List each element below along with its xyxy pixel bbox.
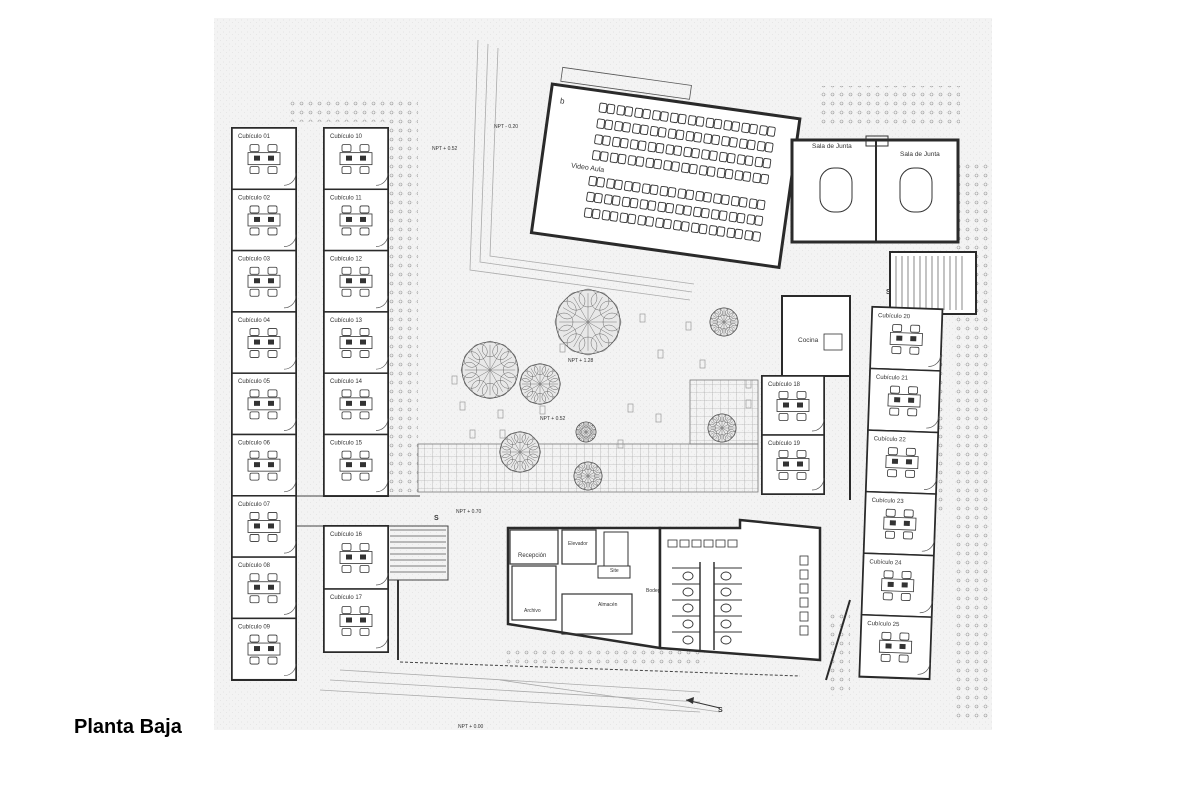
stairs-right: S (886, 251, 977, 315)
cubicle: Cubículo 12 (323, 249, 389, 313)
terrace-lines (319, 39, 721, 713)
video-aula-room: Video Aula b (529, 66, 802, 270)
cubicle-label: Cubículo 05 (238, 379, 271, 385)
cubicle: Cubículo 25 (858, 613, 933, 680)
cubicle: Cubículo 04 (231, 311, 297, 374)
tree (575, 421, 597, 443)
cubicle-label: Cubículo 14 (330, 379, 363, 385)
cubicle-label: Cubículo 21 (876, 375, 909, 382)
cubicle-label: Cubículo 07 (238, 502, 271, 508)
cubicle: Cubículo 18 (761, 375, 825, 436)
cubicle-label: Cubículo 02 (238, 195, 271, 201)
cubicle-label: Cubículo 25 (867, 621, 900, 628)
bodega-label: Bodega (646, 588, 663, 594)
svg-text:NPT - 0.20: NPT - 0.20 (494, 124, 518, 130)
cubicle-label: Cubículo 01 (238, 134, 271, 140)
cubicle: Cubículo 22 (865, 429, 939, 495)
cocina-block: Cocina (781, 295, 851, 377)
cubicle: Cubículo 10 (323, 127, 389, 191)
cubicle: Cubículo 03 (231, 249, 297, 313)
cubicle: Cubículo 20 (869, 306, 944, 372)
cubicle-label: Cubículo 24 (869, 559, 902, 566)
cubicle: Cubículo 07 (231, 495, 297, 558)
cubicle: Cubículo 08 (231, 556, 297, 620)
cubicle-label: Cubículo 18 (768, 382, 801, 388)
sala-junta-1-label: Sala de Junta (812, 143, 852, 150)
plan-title: Planta Baja (74, 716, 182, 738)
cubicle-label: Cubículo 16 (330, 532, 363, 538)
cubicle-label: Cubículo 13 (330, 318, 363, 324)
tree (707, 413, 737, 443)
cubicle-label: Cubículo 22 (874, 436, 907, 443)
cubicle-label: Cubículo 23 (872, 498, 905, 505)
trees (460, 288, 739, 491)
sala-de-junta-block: Sala de Junta Sala de Junta (790, 135, 960, 244)
tree (460, 340, 520, 400)
tree (499, 431, 541, 473)
cubicle-label: Cubículo 08 (238, 563, 271, 569)
svg-text:NPT + 0.52: NPT + 0.52 (432, 146, 458, 152)
cubicle: Cubículo 24 (860, 552, 935, 618)
cubicle-label: Cubículo 15 (330, 441, 363, 447)
cubicle: Cubículo 16 (323, 525, 389, 590)
svg-text:S: S (434, 515, 439, 522)
cubicle: Cubículo 23 (862, 490, 937, 557)
cubicle-label: Cubículo 12 (330, 257, 363, 263)
svg-text:NPT + 0.00: NPT + 0.00 (458, 724, 484, 730)
svg-text:S: S (718, 707, 723, 714)
cubicle-label: Cubículo 11 (330, 195, 362, 201)
cubicle: Cubículo 11 (323, 188, 389, 252)
recepcion-label: Recepción (518, 553, 546, 559)
almacen-label: Almacén (598, 602, 618, 608)
archivo-label: Archivo (524, 608, 541, 614)
cubicle: Cubículo 06 (231, 433, 297, 497)
ramp-arrow: S (685, 697, 723, 714)
cubicle-label: Cubículo 03 (238, 257, 271, 263)
svg-text:NPT + 1.28: NPT + 1.28 (568, 358, 594, 364)
site-label: Site (610, 568, 619, 574)
level-markers: NPT + 0.52 NPT - 0.20 NPT + 1.28 NPT + 0… (432, 124, 594, 730)
restrooms (658, 518, 822, 662)
cubicle-label: Cubículo 20 (878, 313, 911, 320)
cubicle-label: Cubículo 17 (330, 595, 363, 601)
svg-text:b: b (559, 96, 565, 106)
svg-text:NPT + 0.70: NPT + 0.70 (456, 509, 482, 515)
cubicle: Cubículo 19 (761, 434, 825, 495)
video-aula-label: Video Aula (571, 163, 605, 175)
svg-text:S: S (886, 289, 891, 296)
cubicles: Cubículo 01 Cubículo 02 Cubículo 03 Cubícul… (231, 127, 944, 681)
svg-text:NPT + 0.52: NPT + 0.52 (540, 416, 566, 422)
cubicle: Cubículo 17 (323, 588, 389, 653)
cubicle-label: Cubículo 06 (238, 441, 271, 447)
cubicle: Cubículo 02 (231, 188, 297, 252)
cubicle: Cubículo 14 (323, 372, 389, 436)
cubicle-label: Cubículo 10 (330, 134, 363, 140)
cubicle: Cubículo 15 (323, 433, 389, 497)
tree (709, 307, 739, 337)
cubicle: Cubículo 21 (867, 367, 941, 434)
tree (554, 288, 622, 356)
elevador-label: Elevador (568, 541, 588, 547)
cubicle: Cubículo 01 (231, 127, 297, 191)
sala-junta-2-label: Sala de Junta (900, 151, 940, 158)
cubicle: Cubículo 09 (231, 617, 297, 681)
cocina-label: Cocina (798, 337, 819, 344)
cubicle: Cubículo 13 (323, 311, 389, 374)
tree (573, 461, 603, 491)
tree (519, 363, 561, 405)
cubicle-label: Cubículo 09 (238, 624, 271, 630)
cubicle-label: Cubículo 19 (768, 441, 801, 447)
cubicle: Cubículo 05 (231, 372, 297, 436)
cubicle-label: Cubículo 04 (238, 318, 271, 324)
